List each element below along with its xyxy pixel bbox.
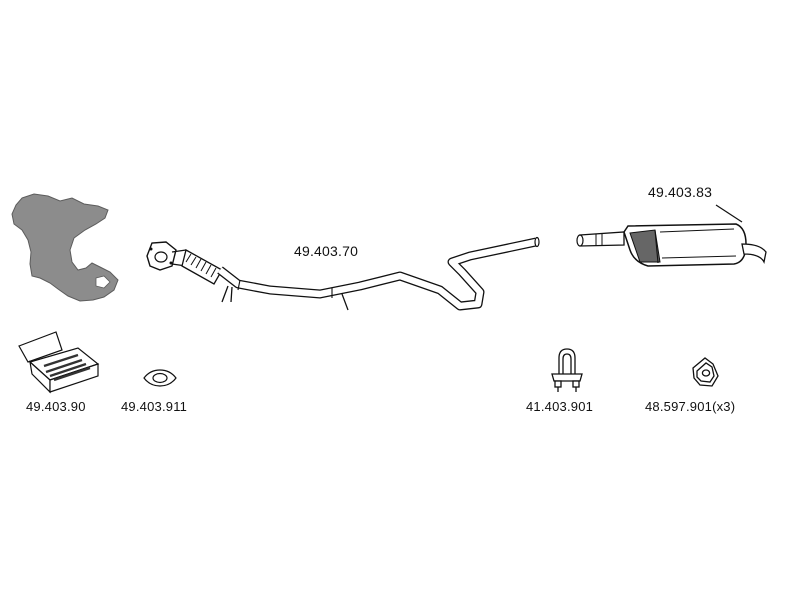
rear-silencer[interactable] — [576, 204, 767, 267]
front-pipe-center-section[interactable] — [146, 236, 540, 311]
part-number-label-mounting-kit: 49.403.90 — [26, 399, 86, 414]
mounting-kit-box-icon[interactable] — [18, 331, 100, 394]
part-number-label-rubber-hanger: 48.597.901(x3) — [645, 399, 736, 414]
part-number-label-front-pipe: 49.403.70 — [294, 243, 359, 259]
part-number-label-rear-silencer: 49.403.83 — [648, 184, 713, 200]
part-number-label-clamp: 41.403.901 — [526, 399, 594, 414]
part-number-label-gasket: 49.403.911 — [121, 399, 188, 414]
vehicle-map-icon — [11, 193, 119, 302]
u-bolt-clamp-icon[interactable] — [551, 348, 583, 392]
rubber-hanger-icon[interactable] — [692, 357, 719, 387]
flex-hose — [181, 249, 223, 285]
flange-gasket-icon[interactable] — [143, 369, 177, 387]
